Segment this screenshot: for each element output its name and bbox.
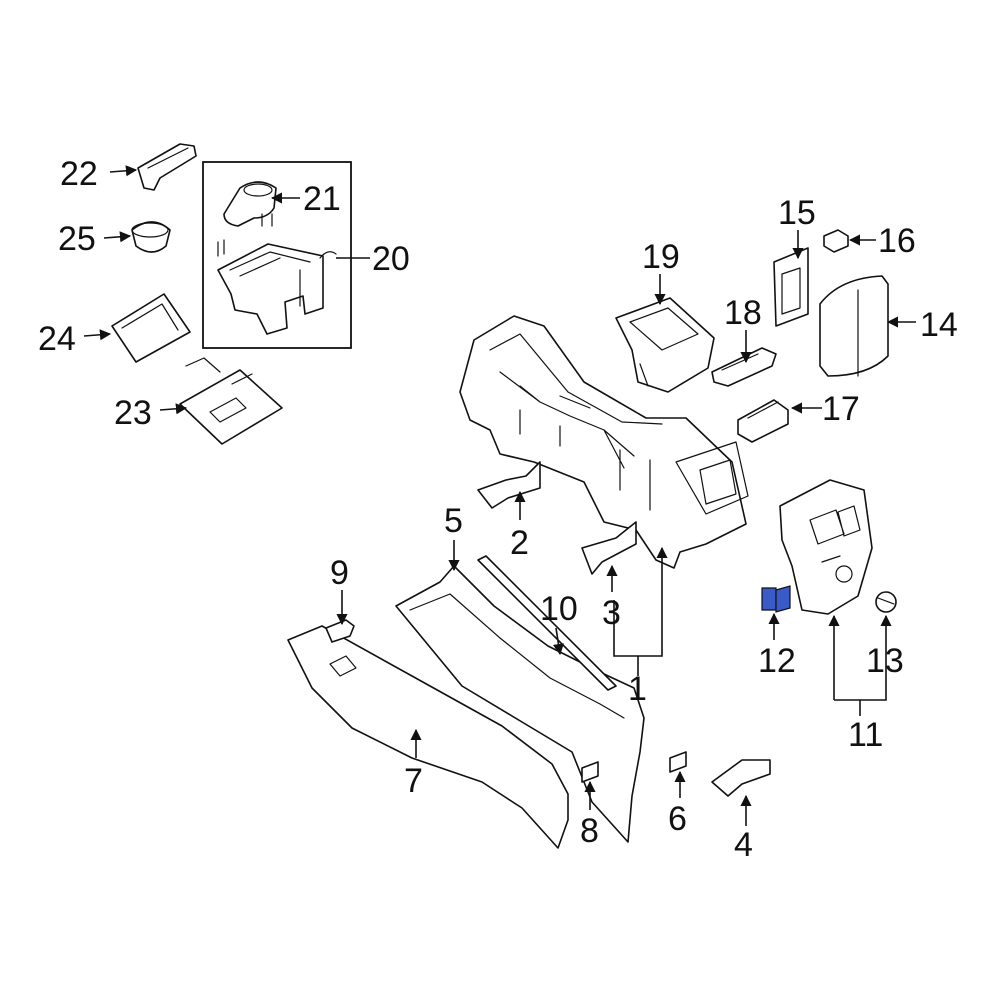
part-16-clip[interactable] bbox=[823, 229, 849, 253]
callout-3: 3 bbox=[602, 594, 621, 632]
part-14-armrest-lid[interactable] bbox=[819, 275, 889, 377]
callout-4: 4 bbox=[734, 826, 753, 864]
callout-labels: 22 21 25 20 19 15 16 18 14 24 23 17 5 2 … bbox=[38, 155, 958, 864]
callout-19: 19 bbox=[642, 238, 680, 276]
callout-5: 5 bbox=[444, 502, 463, 540]
part-24-panel[interactable] bbox=[111, 293, 191, 363]
part-25-knob[interactable] bbox=[131, 221, 171, 253]
callout-18: 18 bbox=[724, 294, 762, 332]
part-7-rocker-panel[interactable] bbox=[287, 625, 569, 849]
part-20-console-bracket[interactable] bbox=[217, 239, 337, 335]
callout-2: 2 bbox=[510, 524, 529, 562]
callout-10: 10 bbox=[540, 590, 578, 628]
part-8-clip[interactable] bbox=[581, 761, 599, 783]
callout-1: 1 bbox=[628, 670, 647, 708]
callout-24: 24 bbox=[38, 320, 76, 358]
callout-15: 15 bbox=[778, 194, 816, 232]
part-6-clip[interactable] bbox=[669, 751, 687, 773]
part-3-bracket[interactable] bbox=[581, 521, 637, 575]
part-4-bracket[interactable] bbox=[711, 759, 771, 797]
part-22-trim-strip[interactable] bbox=[137, 143, 197, 191]
leader-lines bbox=[83, 165, 916, 826]
part-23-shifter-plate[interactable] bbox=[179, 357, 283, 445]
callout-9: 9 bbox=[330, 554, 349, 592]
callout-8: 8 bbox=[580, 812, 599, 850]
callout-17: 17 bbox=[822, 390, 860, 428]
callout-14: 14 bbox=[920, 306, 958, 344]
inset-frame bbox=[202, 161, 352, 349]
callout-21: 21 bbox=[303, 180, 341, 218]
part-12-clip-highlighted[interactable] bbox=[761, 585, 791, 613]
part-10-sill-strip[interactable] bbox=[477, 555, 617, 691]
callout-23: 23 bbox=[114, 394, 152, 432]
part-9-pin[interactable] bbox=[325, 619, 355, 643]
callout-7: 7 bbox=[404, 762, 423, 800]
part-1-center-console[interactable] bbox=[459, 315, 749, 569]
callout-12: 12 bbox=[758, 642, 796, 680]
callout-13: 13 bbox=[866, 642, 904, 680]
part-21-cup-holder[interactable] bbox=[223, 181, 277, 227]
callout-6: 6 bbox=[668, 800, 687, 838]
part-18-bracket[interactable] bbox=[711, 347, 777, 387]
part-15-plate[interactable] bbox=[773, 247, 809, 327]
part-17-bracket[interactable] bbox=[737, 399, 789, 443]
callout-22: 22 bbox=[60, 155, 98, 193]
callout-16: 16 bbox=[878, 222, 916, 260]
part-2-bracket[interactable] bbox=[477, 461, 541, 509]
part-13-cap[interactable] bbox=[875, 591, 897, 613]
callout-20: 20 bbox=[372, 240, 410, 278]
part-11-rear-vent-panel[interactable] bbox=[779, 479, 873, 615]
callout-25: 25 bbox=[58, 220, 96, 258]
part-19-storage-bin[interactable] bbox=[615, 297, 715, 393]
callout-11: 11 bbox=[848, 716, 883, 754]
